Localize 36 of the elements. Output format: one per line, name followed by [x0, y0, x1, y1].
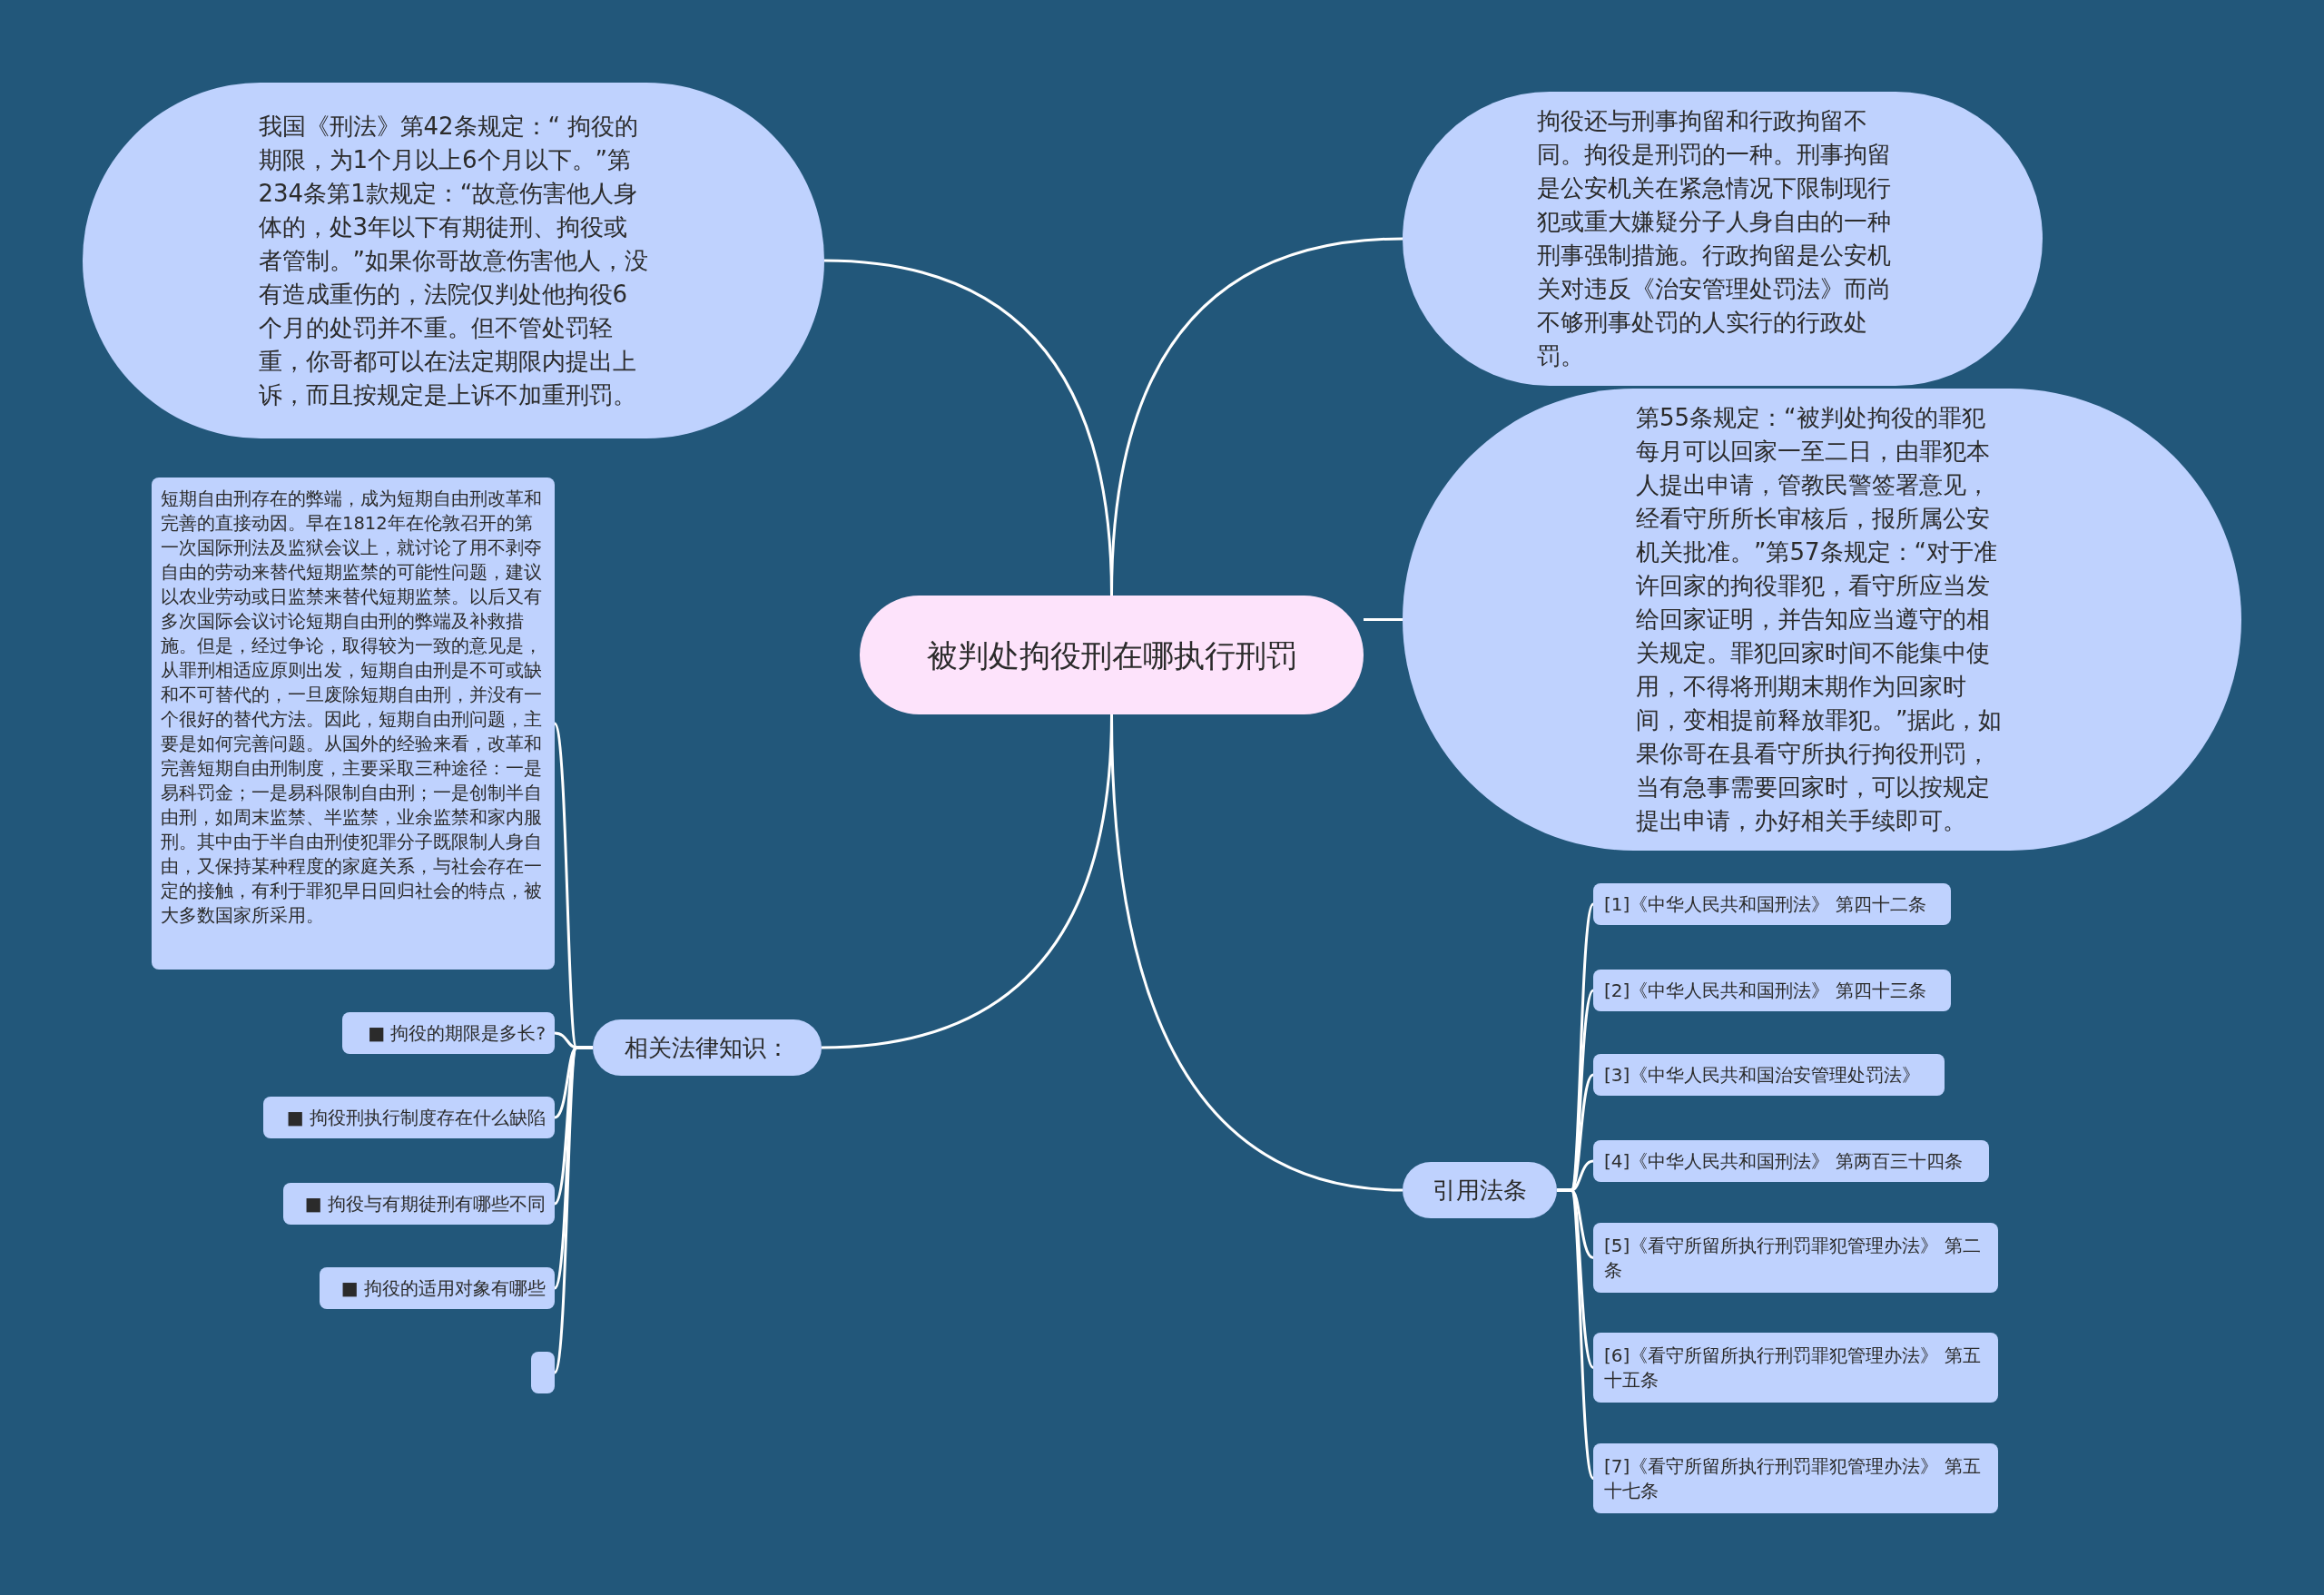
reference-item	[1593, 1140, 1989, 1182]
connector-line	[1557, 1188, 1595, 1480]
connector-line	[1110, 237, 1403, 596]
subtopic-label: ■ 拘役刑执行制度存在什么缺陷	[286, 1106, 546, 1129]
reference-text: [6]《看守所留所执行刑罚罪犯管理办法》 第五十五条	[1604, 1343, 1982, 1393]
subtopic-item	[320, 1267, 555, 1309]
connector-line	[1110, 714, 1403, 1192]
reference-item	[1593, 1054, 1945, 1096]
reference-text: [4]《中华人民共和国刑法》 第两百三十四条	[1604, 1148, 1963, 1174]
subtopic-label: ■ 拘役的期限是多长?	[368, 1021, 546, 1045]
topic-text: 第55条规定：“被判处拘役的罪犯每月可以回家一至二日，由罪犯本人提出申请，管教民警签署意见，经看守所所长审核后，报所属公安机关批准。”第57条规定：“对于准许回家的拘役罪犯，看守所应当发给回家证明，并告知应当遵守的相关规定。罪犯回家时间不能集中使用，不得将刑期末期作为回家时间，变相提前释放罪犯。”据此，如果你哥在县看守所执行拘役刑罚，当有急事需要回家时，可以按规定提出申请，办好相关手续即可。	[1636, 403, 2004, 836]
reference-text: [3]《中华人民共和国治安管理处罚法》	[1604, 1062, 1921, 1088]
reference-item	[1593, 1443, 1998, 1513]
connector-line	[553, 1046, 593, 1373]
branch-label: 引用法条	[1433, 1176, 1527, 1206]
topic-text: 我国《刑法》第42条规定：“ 拘役的期限，为1个月以上6个月以下。”第234条第1款规定：“故意伤害他人身体的，处3年以下有期徒刑、拘役或者管制。”如果你哥故意伤害他人，没有造成重伤的，法院仅判处他拘役6个月的处罚并不重。但不管处罚轻重，你哥都可以在法定期限内提出上诉，而且按规定是上诉不加重刑罚。	[258, 111, 649, 410]
reference-text: [1]《中华人民共和国刑法》 第四十二条	[1604, 891, 1926, 917]
note-card	[152, 478, 555, 970]
subtopic-item	[263, 1097, 555, 1138]
reference-text: [2]《中华人民共和国刑法》 第四十三条	[1604, 978, 1926, 1003]
topic-text: 拘役还与刑事拘留和行政拘留不同。拘役是刑罚的一种。刑事拘留是公安机关在紧急情况下限制现行犯或重大嫌疑分子人身自由的一种刑事强制措施。行政拘留是公安机关对违反《治安管理处罚法》而尚不够刑事处罚的人实行的行政处罚。	[1536, 106, 1892, 371]
connector-line	[1364, 618, 1403, 621]
subtopic-item	[342, 1012, 555, 1054]
reference-text: [7]《看守所留所执行刑罚罪犯管理办法》 第五十七条	[1604, 1453, 1982, 1503]
subtopic-label: ■ 拘役的适用对象有哪些	[340, 1276, 546, 1300]
reference-text: [5]《看守所留所执行刑罚罪犯管理办法》 第二条	[1604, 1233, 1982, 1283]
subtopic-label: ■ 拘役与有期徒刑有哪些不同	[304, 1192, 546, 1216]
reference-item	[1593, 883, 1951, 925]
topic-title: 被判处拘役刑在哪执行刑罚	[926, 635, 1297, 675]
note-text: 短期自由刑存在的弊端，成为短期自由刑改革和完善的直接动因。早在1812年在伦敦召开的第一次国际刑法及监狱会议上，就讨论了用不剥夺自由的劳动来替代短期监禁的可能性问题，建议以农业劳动或日监禁来替代短期监禁。以后又有多次国际会议讨论短期自由刑的弊端及补救措施。但是，经过争论，取得较为一致的意见是，从罪刑相适应原则出发，短期自由刑是不可或缺和不可替代的，一旦废除短期自由刑，并没有一个很好的替代方法。因此，短期自由刑问题，主要是如何完善问题。从国外的经验来看，改革和完善短期自由刑制度，主要采取三种途径：一是易科罚金；一是易科限制自由刑；一是创制半自由刑，如周末监禁、半监禁，业余监禁和家内服刑。其中由于半自由刑使犯罪分子既限制人身自由，又保持某种程度的家庭关系，与社会存在一定的接触，有利于罪犯早日回归社会的特点，被大多数国家所采用。	[161, 487, 543, 928]
subtopic-item	[283, 1183, 555, 1225]
branch-label: 相关法律知识：	[625, 1033, 790, 1063]
reference-item	[1593, 1333, 1998, 1403]
reference-item	[1593, 970, 1951, 1011]
reference-item	[1593, 1223, 1998, 1293]
empty-box	[531, 1352, 555, 1393]
